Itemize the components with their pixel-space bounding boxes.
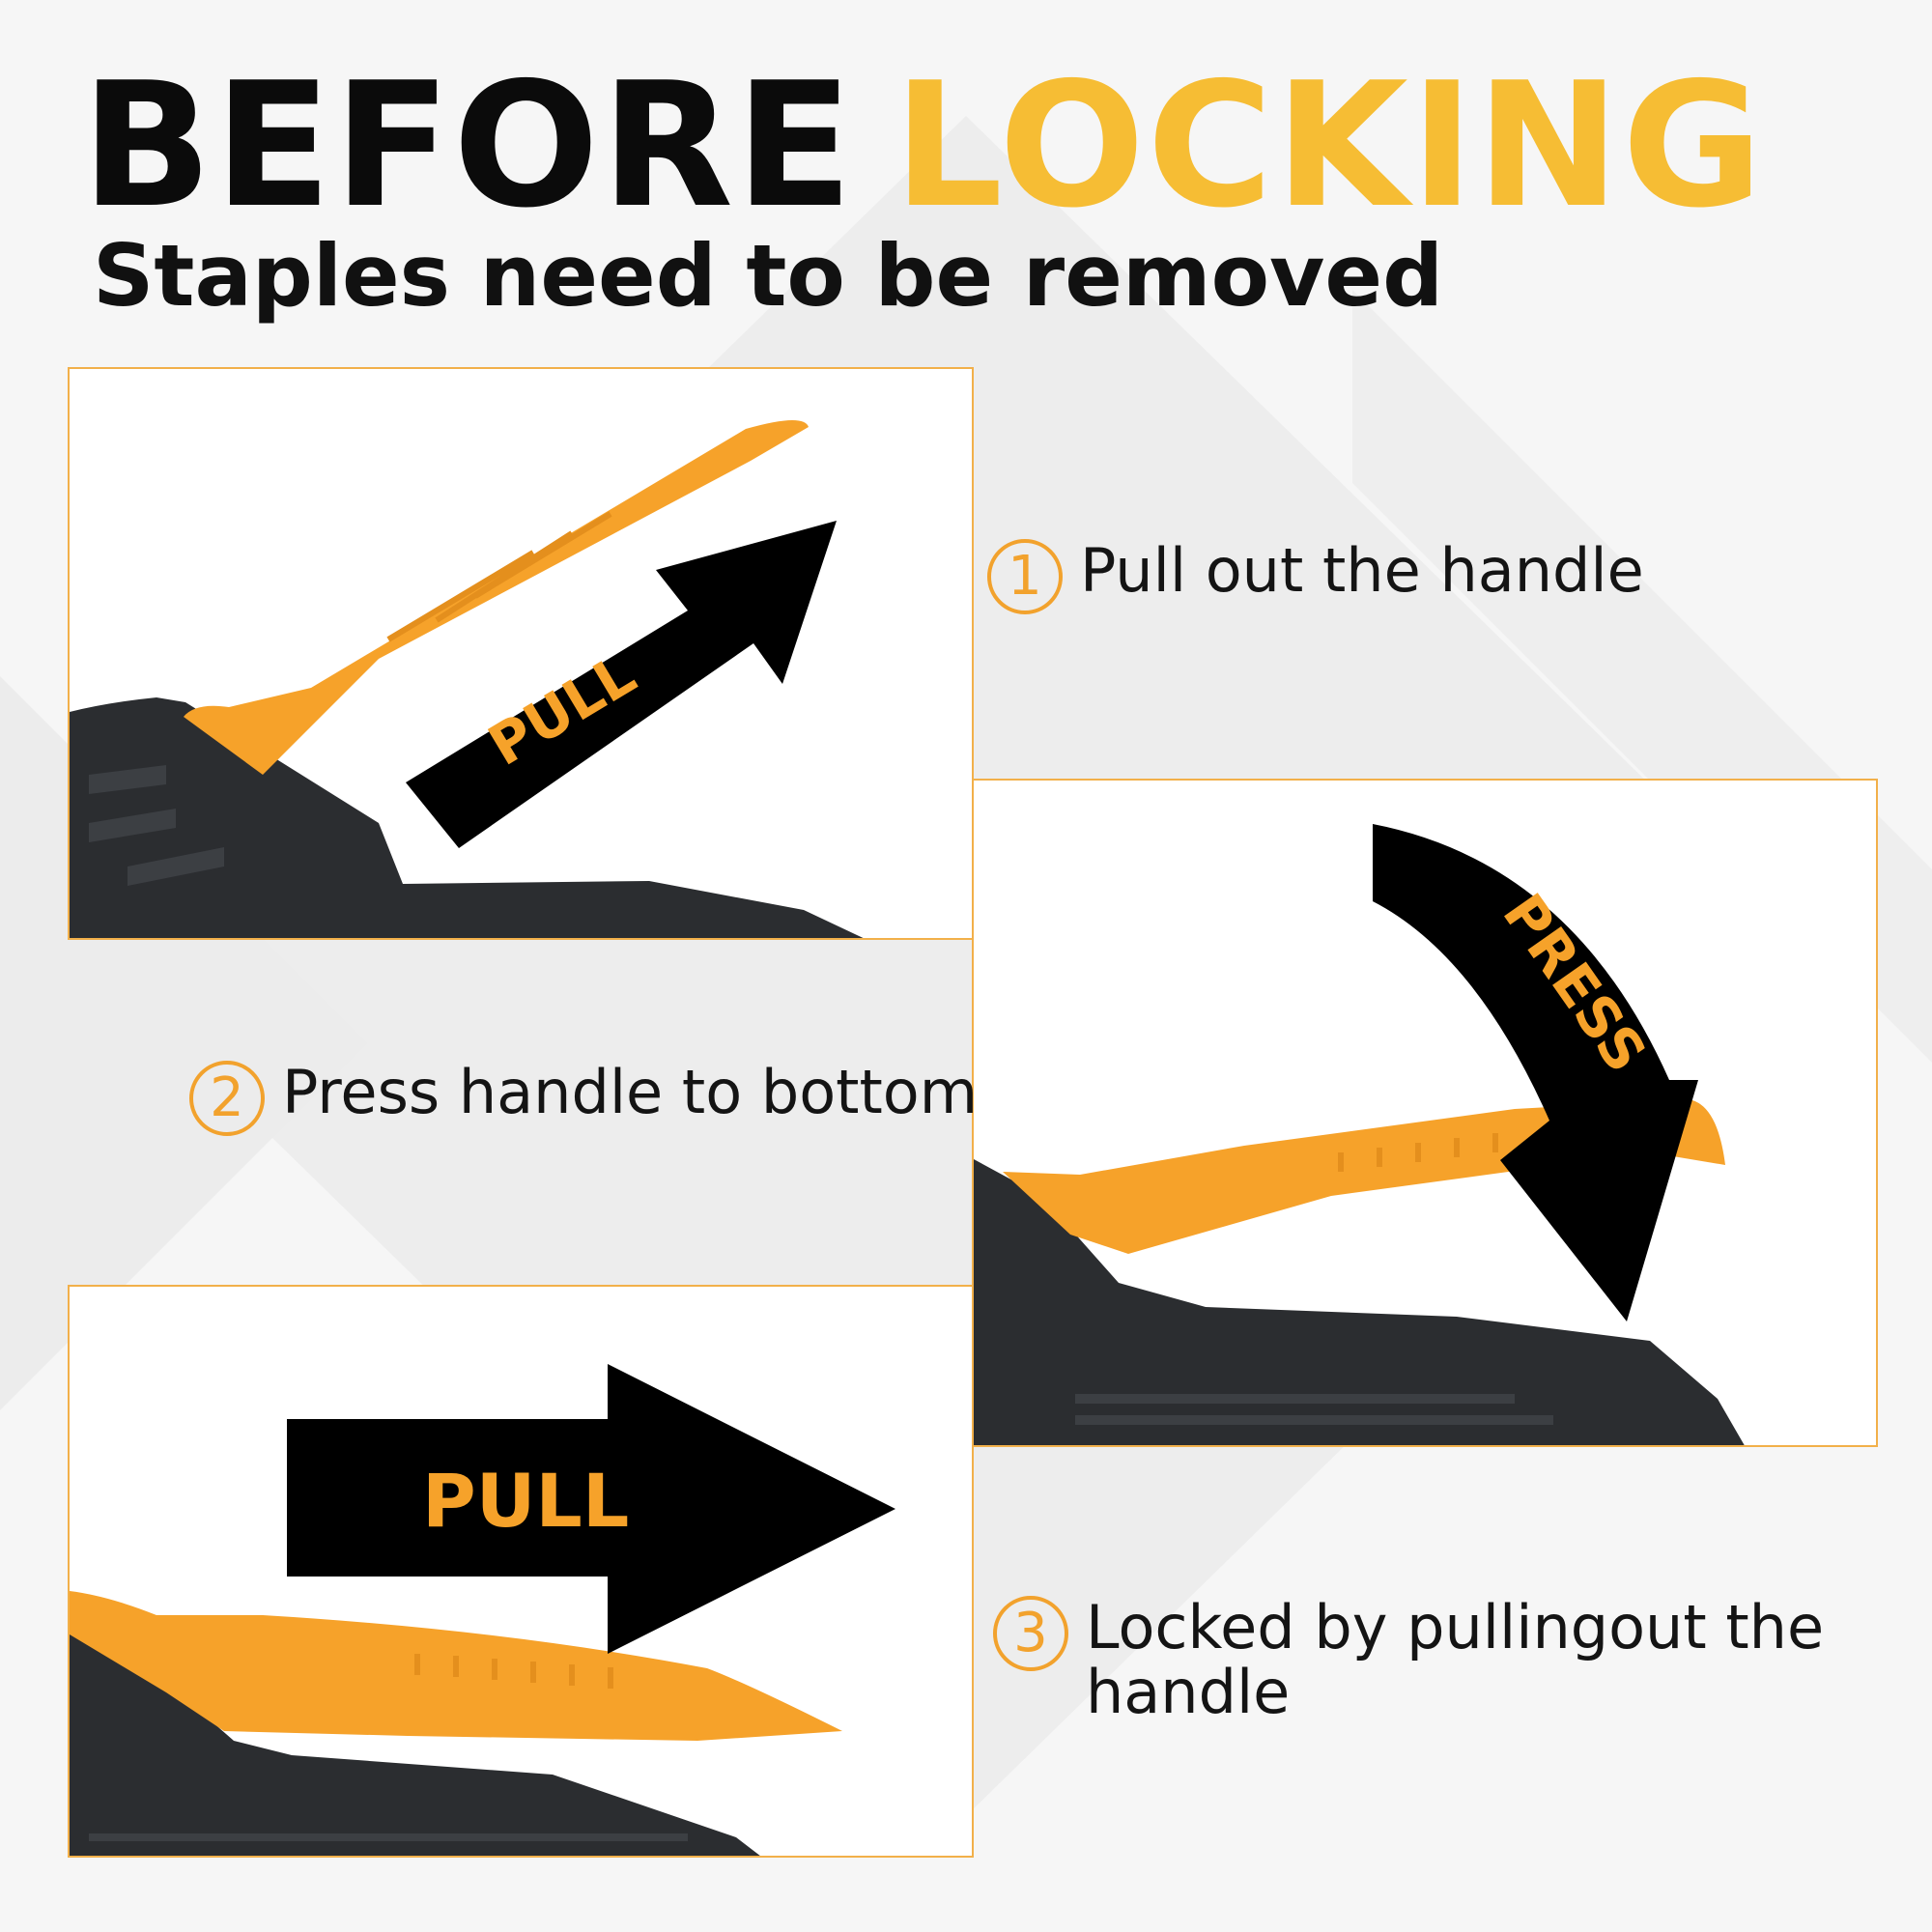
step-2-text: Press handle to bottom (282, 1057, 979, 1127)
pull-arrow-2 (287, 1364, 895, 1654)
stapler-illustration-1: PULL (70, 419, 864, 938)
pull-arrow (406, 521, 837, 848)
photo-panel-press: PRESS (972, 779, 1878, 1447)
step-1-text: Pull out the handle (1080, 535, 1644, 606)
step-number-badge: 3 (993, 1596, 1068, 1671)
pull-arrow-2-label: PULL (422, 1458, 629, 1544)
step-3: 3 Locked by pullingout the handle (993, 1592, 1897, 1727)
headline-word-before: BEFORE (81, 45, 855, 245)
step-3-text: Locked by pullingout the handle (1086, 1592, 1825, 1727)
press-curved-arrow (1373, 824, 1698, 1321)
photo-panel-pull-out: PULL (68, 367, 974, 940)
stapler-illustration-2: PRESS (974, 824, 1745, 1445)
stapler-body (70, 1615, 760, 1856)
step-2: 2 Press handle to bottom (189, 1057, 979, 1136)
step-number-badge: 2 (189, 1061, 265, 1136)
stapler-handle (184, 419, 809, 775)
step-number-badge: 1 (987, 539, 1063, 614)
stapler-illustration-3: PULL (70, 1364, 895, 1856)
step-1: 1 Pull out the handle (987, 535, 1644, 614)
subheadline: Staples need to be removed (93, 226, 1444, 326)
photo-panel-locked: PULL (68, 1285, 974, 1858)
stapler-body (974, 1159, 1745, 1445)
headline-word-locking: LOCKING (893, 45, 1766, 245)
